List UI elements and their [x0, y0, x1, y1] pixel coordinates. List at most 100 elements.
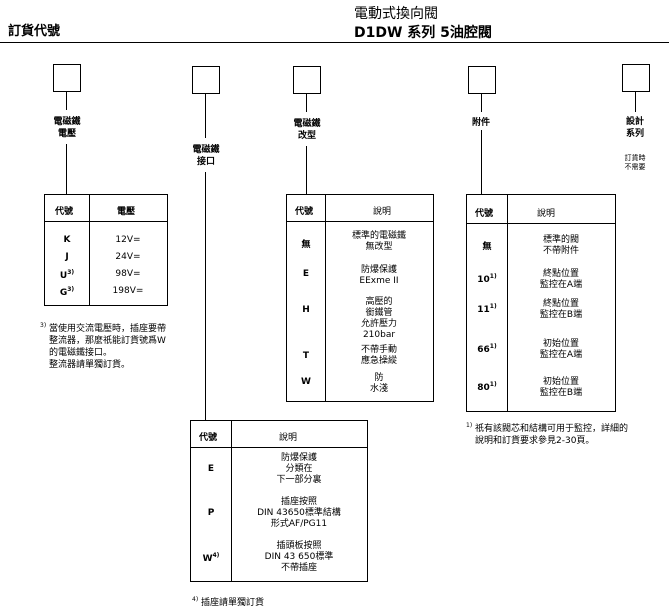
- accessory-desc: 標準的閥 不帶附件: [542, 235, 579, 256]
- modification-desc: 防爆保護 EExme II: [359, 265, 399, 286]
- table-divider: [231, 421, 232, 581]
- page-subtitle: D1DW 系列 5油腔閥: [354, 25, 492, 41]
- voltage-value: 198V=: [112, 286, 144, 296]
- design-series-note: 訂貨時 不需要: [624, 154, 646, 171]
- accessory-col-code: 代號: [475, 209, 494, 219]
- voltage-field-label: 電磁鐵 電壓: [53, 117, 81, 139]
- connector-code-letter: E: [207, 464, 215, 474]
- table-divider: [287, 221, 433, 222]
- connector-line: [205, 94, 206, 138]
- footnote-mark: 1): [489, 343, 497, 350]
- modification-code: H: [302, 305, 310, 315]
- connector-code-letter: P: [207, 508, 215, 518]
- voltage-code: K: [45, 235, 89, 245]
- footnote-mark: 3): [67, 269, 75, 276]
- accessory-code: 661): [467, 343, 507, 355]
- footnote-mark: 1): [489, 273, 497, 280]
- accessory-code-number: 10: [477, 275, 490, 285]
- modification-field-label: 電磁鐵 改型: [293, 119, 321, 141]
- connector-table: 代號 說明 E 防爆保護 分類在 下一部分裏 P 插座按照 DIN 43650標準結構…: [190, 420, 368, 582]
- modification-col-code: 代號: [295, 207, 314, 217]
- connector-desc: 防爆保護 分類在 下一部分裏: [276, 453, 322, 485]
- voltage-code-letter: K: [63, 235, 71, 245]
- voltage-code: J: [45, 252, 89, 262]
- accessory-desc: 初始位置 監控在B端: [539, 377, 583, 398]
- table-divider: [45, 221, 167, 222]
- modification-code: T: [302, 351, 310, 361]
- voltage-footnote: 3) 當使用交流電壓時，插座要帶 整流器，那麼祇能訂貨號爲W 的電磁鐵接口。 整…: [40, 322, 167, 370]
- connector-col-desc: 說明: [279, 433, 298, 443]
- modification-desc: 標準的電磁鐵 無改型: [351, 231, 406, 252]
- modification-desc: 不帶手動 應急操縱: [360, 345, 397, 366]
- connector-code: E: [191, 464, 231, 474]
- accessory-code-number: 無: [482, 242, 492, 252]
- modification-table: 代號 說明 無 標準的電磁鐵 無改型 E 防爆保護 EExme II H 高壓的 銜鐵管 …: [286, 194, 434, 402]
- connector-line: [66, 144, 67, 194]
- connector-desc: 插頭板按照 DIN 43 650標準 不帶插座: [264, 541, 334, 573]
- modification-col-desc: 說明: [373, 207, 392, 217]
- accessory-desc: 終點位置 監控在A端: [539, 269, 583, 290]
- modification-code: 無: [301, 240, 311, 250]
- modification-code-box: [293, 66, 321, 94]
- header-divider: [0, 42, 669, 43]
- accessory-code-box: [468, 66, 496, 94]
- table-divider: [89, 195, 90, 305]
- voltage-code: G3): [45, 286, 89, 298]
- connector-desc: 插座按照 DIN 43650標準結構 形式AF/PG11: [257, 497, 341, 529]
- connector-line: [481, 130, 482, 194]
- voltage-value: 12V=: [115, 235, 141, 245]
- voltage-code-letter: U: [59, 271, 68, 281]
- footnote-mark: 1): [489, 381, 497, 388]
- connector-line: [306, 94, 307, 112]
- design-series-label: 設計 系列: [625, 117, 644, 139]
- connector-line: [635, 92, 636, 112]
- voltage-value: 98V=: [115, 269, 141, 279]
- table-divider: [507, 195, 508, 411]
- connector-line: [205, 172, 206, 420]
- modification-code: E: [302, 269, 310, 279]
- connector-line: [306, 146, 307, 194]
- accessory-code-number: 11: [477, 305, 490, 315]
- connector-line: [66, 92, 67, 110]
- footnote-mark: 4): [212, 552, 220, 559]
- voltage-col-code: 代號: [55, 207, 74, 217]
- order-code-heading: 訂貨代號: [8, 24, 61, 39]
- modification-desc: 高壓的 銜鐵管 允許壓力 210bar: [360, 297, 397, 340]
- accessory-code: 111): [467, 303, 507, 315]
- footnote-mark: 1): [489, 303, 497, 310]
- accessory-code-number: 66: [477, 345, 490, 355]
- connector-code-box: [192, 66, 220, 94]
- design-series-box: [622, 64, 650, 92]
- table-divider: [467, 223, 615, 224]
- accessory-footnote: 1) 祇有該閥芯和結構可用于監控，詳細的 說明和訂貨要求參見2-30頁。: [466, 422, 629, 446]
- accessory-code: 101): [467, 273, 507, 285]
- voltage-value: 24V=: [115, 252, 141, 262]
- connector-field-label: 電磁鐵 接口: [192, 145, 220, 167]
- footnote-mark: 3): [67, 286, 75, 293]
- voltage-code-letter: J: [65, 252, 69, 262]
- voltage-col-voltage: 電壓: [117, 207, 136, 217]
- table-divider: [325, 195, 326, 401]
- accessory-desc: 終點位置 監控在B端: [539, 299, 583, 320]
- connector-code-letter: W: [202, 554, 213, 564]
- accessory-code-number: 80: [477, 383, 490, 393]
- connector-col-code: 代號: [199, 433, 218, 443]
- voltage-code: U3): [45, 269, 89, 281]
- connector-line: [481, 94, 482, 112]
- connector-code: P: [191, 508, 231, 518]
- connector-code: W4): [191, 552, 231, 564]
- accessory-desc: 初始位置 監控在A端: [539, 339, 583, 360]
- accessory-code: 無: [467, 239, 507, 252]
- voltage-code-box: [53, 64, 81, 92]
- modification-code: W: [301, 377, 311, 387]
- accessory-col-desc: 說明: [537, 209, 556, 219]
- table-divider: [191, 447, 367, 448]
- connector-footnote: 4) 插座請單獨訂貨: [192, 596, 265, 608]
- accessory-code: 801): [467, 381, 507, 393]
- page-title: 電動式換向閥: [354, 6, 438, 22]
- voltage-code-letter: G: [59, 288, 68, 298]
- accessory-field-label: 附件: [471, 118, 490, 128]
- modification-desc: 防 水淺: [369, 373, 388, 394]
